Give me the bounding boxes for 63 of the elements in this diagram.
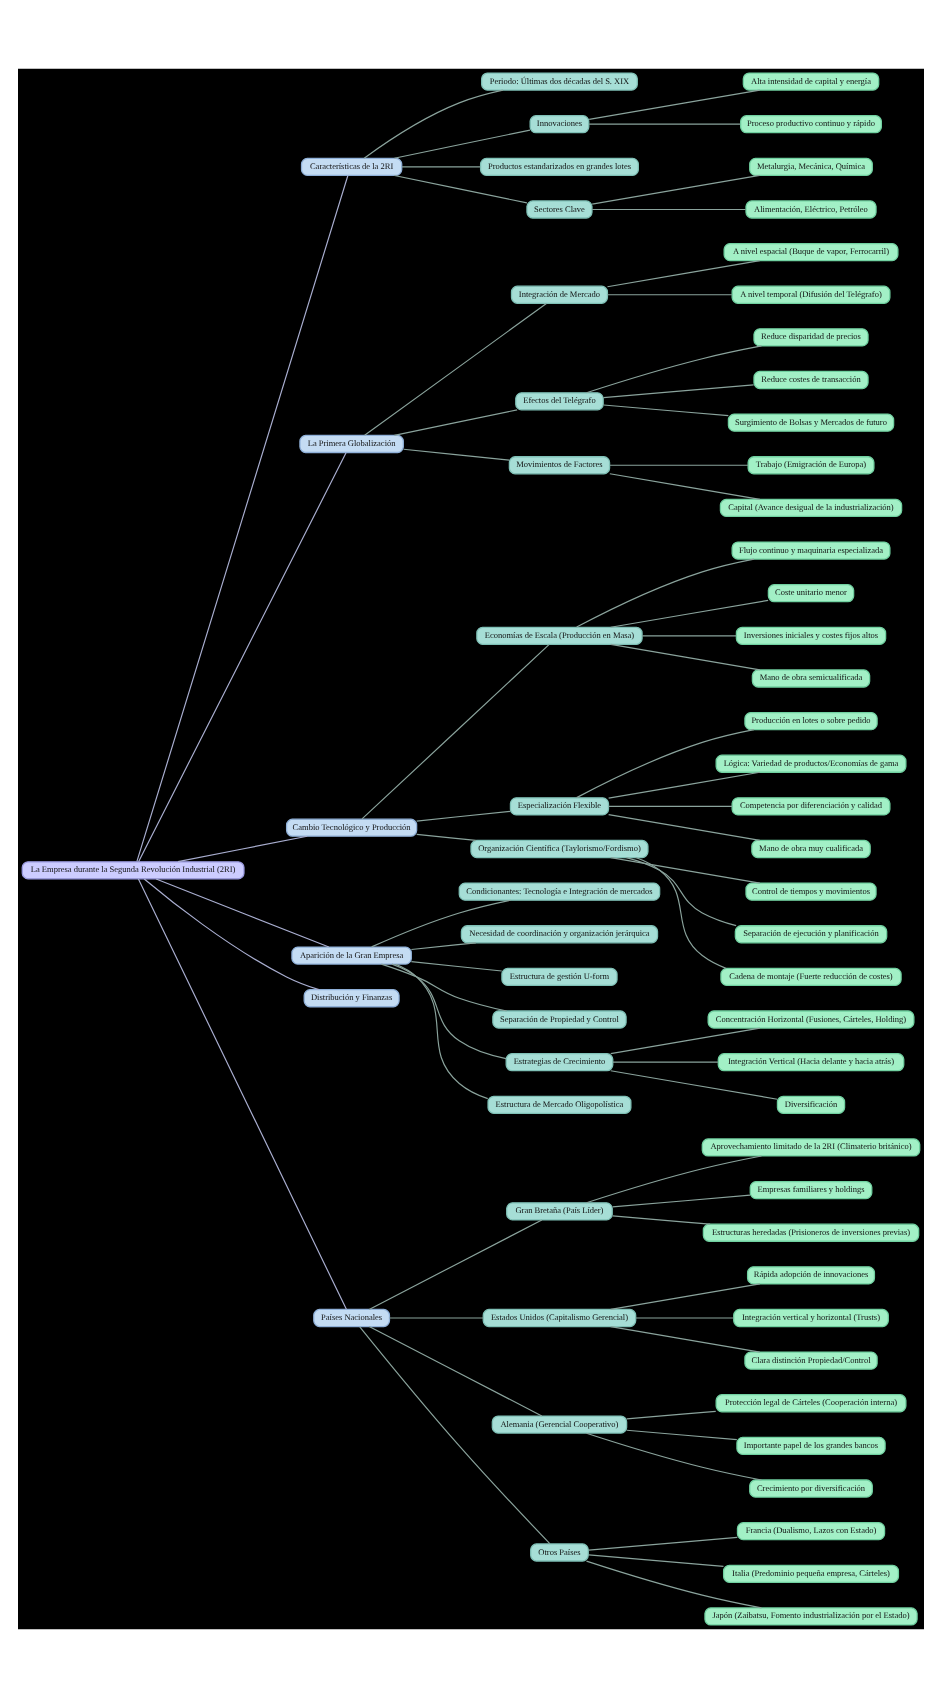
connector: [392, 128, 530, 158]
connector: [590, 207, 746, 210]
connector: [584, 1559, 762, 1608]
connector: [607, 804, 732, 806]
connector: [609, 1325, 760, 1352]
connector: [601, 383, 754, 398]
connector: [625, 1409, 716, 1419]
connector: [590, 173, 760, 204]
connector: [358, 1325, 550, 1544]
connector: [625, 1428, 737, 1440]
connector: [610, 1214, 710, 1224]
connector: [640, 634, 736, 636]
connector: [154, 877, 329, 947]
connector: [379, 962, 507, 1011]
connector: [584, 344, 762, 393]
connector: [409, 960, 502, 971]
connector: [363, 301, 546, 435]
connector: [608, 463, 748, 465]
connector: [367, 1324, 542, 1416]
connector: [609, 1069, 777, 1099]
connector: [176, 834, 307, 862]
connector: [392, 173, 527, 203]
connector: [394, 962, 488, 1099]
connector: [607, 770, 760, 798]
connector: [360, 643, 549, 819]
connector: [609, 1026, 760, 1054]
connector: [609, 642, 760, 670]
connector: [610, 1193, 750, 1207]
connector: [136, 877, 346, 1309]
connector: [587, 122, 740, 124]
connector: [390, 962, 506, 1059]
connector: [575, 557, 754, 627]
connector: [607, 813, 760, 841]
connector: [135, 173, 348, 861]
connector: [605, 259, 760, 287]
connector: [634, 855, 726, 968]
connector: [142, 877, 319, 990]
connector: [587, 1535, 737, 1550]
connector: [575, 728, 754, 798]
connector: [587, 88, 760, 119]
connector: [367, 1218, 542, 1310]
connector: [409, 941, 476, 950]
connector: [392, 408, 517, 435]
connector: [609, 598, 768, 627]
connector: [609, 1282, 760, 1309]
connector: [387, 1316, 483, 1318]
connector: [137, 451, 346, 861]
connector: [624, 856, 736, 926]
connector: [584, 1154, 762, 1203]
connector: [400, 165, 480, 167]
connector: [601, 403, 728, 416]
connector: [587, 1553, 724, 1566]
connector: [415, 809, 510, 821]
connector: [362, 88, 503, 158]
connector: [605, 293, 732, 295]
connector: [415, 832, 476, 841]
connector: [401, 447, 509, 460]
connector: [634, 1316, 734, 1318]
connector: [370, 898, 511, 947]
connector: [608, 472, 760, 499]
connector: [609, 856, 760, 883]
connector: [611, 1060, 718, 1062]
connector: [584, 1431, 762, 1480]
